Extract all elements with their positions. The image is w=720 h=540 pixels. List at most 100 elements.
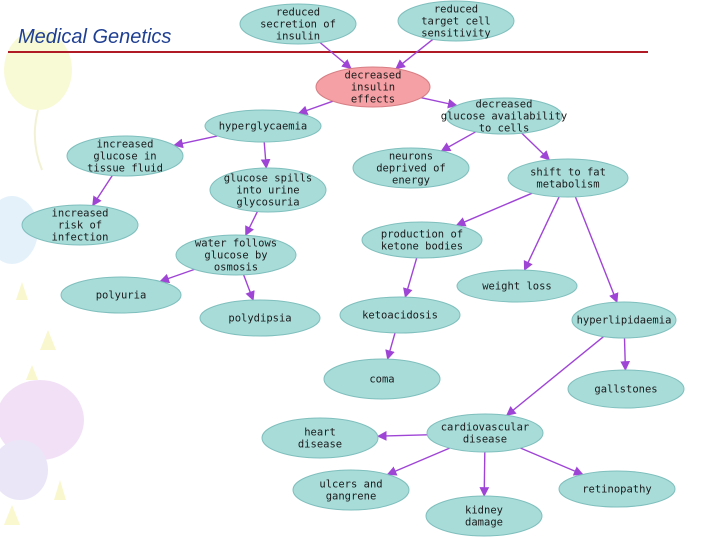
sparkle-shape [4,505,20,525]
edge-ketoacidosis-to-coma [385,332,396,361]
sparkle-shape [16,282,28,300]
node-label: tissue fluid [87,163,163,175]
node-label: energy [392,175,430,187]
node-shape [425,495,543,537]
node-label: secretion of [260,19,336,31]
edge-glucose-spills-to-water-follows [245,211,259,237]
node-label: reduced [434,4,478,16]
node-label: gallstones [594,384,657,396]
node-shape [361,221,483,259]
node-label: gangrene [326,491,377,503]
node-shape [426,413,544,453]
page-title: Medical Genetics [18,26,172,48]
node-label: heart [304,427,336,439]
node-label: glucose availability [441,111,567,123]
node-shape [60,276,182,314]
node-ketoacidosis: ketoacidosis [339,296,461,334]
node-shape [571,301,677,339]
node-label: disease [298,439,342,451]
node-label: retinopathy [582,484,652,496]
edge-hyperglycaemia-to-increased-glucose-tissue [173,135,218,149]
edge-reduced-sensitivity-to-decreased-insulin-effects [395,38,434,70]
node-label: osmosis [214,262,258,274]
node-label: production of [381,229,463,241]
node-shape [261,417,379,459]
node-label: disease [463,434,507,446]
node-label: ulcers and [319,479,382,491]
node-shape [397,0,515,42]
node-polyuria: polyuria [60,276,182,314]
node-label: cardiovascular [441,422,530,434]
node-label: to cells [479,123,530,135]
edge-increased-glucose-tissue-to-increased-infection [92,175,113,207]
node-label: glucose in [93,151,156,163]
node-shape [558,470,676,508]
node-shape [66,135,184,177]
node-label: reduced [276,7,320,19]
node-shape [567,369,685,409]
edge-shift-fat-to-weight-loss [523,196,560,271]
node-label: sensitivity [421,28,491,40]
edge-shift-fat-to-hyperlipidaemia [574,196,619,304]
node-label: coma [369,374,394,386]
node-shape [204,109,322,143]
node-shape [199,299,321,337]
node-shape [315,66,431,108]
node-label: deprived of [376,163,446,175]
balloon-shape [0,196,38,264]
node-label: insulin [351,82,395,94]
balloon-string [33,109,43,171]
sparkle-shape [26,365,38,380]
node-label: risk of [58,220,102,232]
edge-cardiovascular-disease-to-retinopathy [520,447,584,476]
node-polydipsia: polydipsia [199,299,321,337]
node-label: glycosuria [236,197,299,209]
node-shape [21,204,139,246]
node-label: shift to fat [530,167,606,179]
balloon-shape [0,380,84,460]
node-label: water follows [195,238,277,250]
node-label: target cell [421,16,491,28]
node-retinopathy: retinopathy [558,470,676,508]
node-coma: coma [323,358,441,400]
balloon-shape [4,30,72,110]
edge-decreased-glucose-availability-to-shift-fat [521,132,551,161]
edge-cardiovascular-disease-to-ulcers-gangrene [386,447,450,476]
edge-decreased-glucose-availability-to-neurons-deprived [440,131,477,152]
node-shape [239,3,357,45]
edge-hyperlipidaemia-to-gallstones [620,337,631,371]
node-label: effects [351,94,395,106]
edge-cardiovascular-disease-to-kidney-damage [479,451,490,497]
node-label: hyperglycaemia [219,121,308,133]
edge-ketone-bodies-to-ketoacidosis [403,257,418,299]
sparkle-shape [40,330,56,350]
sparkle-shape [54,480,66,500]
edge-hyperlipidaemia-to-cardiovascular-disease [505,336,605,417]
node-shape [175,234,297,276]
node-label: polyuria [96,290,147,302]
edge-hyperglycaemia-to-glucose-spills [260,141,271,169]
edge-water-follows-to-polydipsia [242,274,255,302]
node-label: ketoacidosis [362,310,438,322]
node-label: neurons [389,151,433,163]
node-label: glucose spills [224,173,313,185]
node-shape [445,97,563,135]
node-label: kidney [465,505,503,517]
node-label: decreased [476,99,533,111]
node-label: infection [52,232,109,244]
edge-reduced-secretion-to-decreased-insulin-effects [319,41,352,70]
edges-layer [92,38,631,497]
